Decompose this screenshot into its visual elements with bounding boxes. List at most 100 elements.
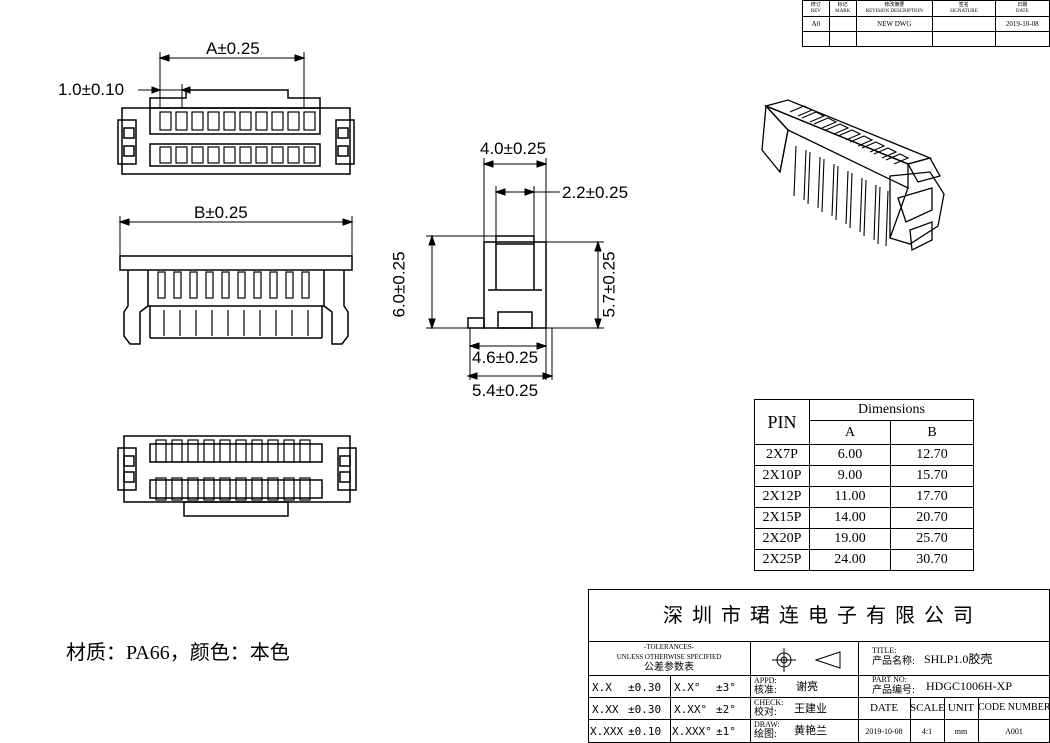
- a-cell: 14.00: [809, 507, 891, 529]
- a-cell: 6.00: [809, 444, 891, 466]
- tol-value: ±3°: [716, 681, 736, 694]
- pin-cell: 2X12P: [754, 486, 810, 508]
- appd-value: 谢亮: [796, 681, 818, 693]
- tolerances-cn: 公差参数表: [644, 662, 694, 673]
- b-cell: 17.70: [890, 486, 974, 508]
- signature-value: [931, 16, 996, 32]
- title-value: SHLP1.0胶壳: [924, 652, 993, 666]
- dim-a-label: A±0.25: [206, 39, 260, 58]
- front-view-pins: [157, 271, 310, 336]
- partno-label-cn: 产品编号:: [872, 685, 915, 696]
- dim-b-label: B±0.25: [194, 203, 248, 222]
- check-value: 王建业: [794, 703, 827, 715]
- code-value: A001: [1005, 727, 1023, 736]
- dim-4-6-label: 4.6±0.25: [472, 348, 539, 367]
- tb-divider: [670, 675, 671, 743]
- dim-pitch-lines: [138, 84, 200, 108]
- dim-2-2-label: 2.2±0.25: [562, 183, 629, 202]
- projection-symbol: [772, 648, 841, 672]
- tol-key: X.XX°: [674, 703, 708, 716]
- dim-pitch-label: 1.0±0.10: [58, 80, 125, 99]
- appd-label-en: APPD:: [754, 676, 777, 685]
- tol-key: X.XX: [592, 703, 619, 716]
- tb-divider: [858, 641, 859, 743]
- appd-label-cn: 核准:: [754, 685, 777, 696]
- b-cell: 12.70: [890, 444, 974, 466]
- pin-cell: 2X25P: [754, 549, 810, 571]
- material-note: 材质：PA66，颜色：本色: [66, 642, 290, 664]
- tol-key: X.XXX°: [672, 725, 712, 738]
- b-cell: 30.70: [890, 549, 974, 571]
- dim-5-4-label: 5.4±0.25: [472, 381, 539, 400]
- title-label-en: TITLE:: [872, 646, 897, 655]
- side-view: [426, 158, 604, 380]
- dimensions-header: Dimensions: [809, 398, 974, 422]
- tb-divider: [750, 641, 751, 743]
- top-view-pins: [159, 111, 316, 164]
- tol-value: ±2°: [716, 703, 736, 716]
- company-name: 深 圳 市 珺 连 电 子 有 限 公 司: [663, 605, 975, 627]
- a-cell: 11.00: [809, 486, 891, 508]
- a-cell: 19.00: [809, 528, 891, 550]
- col-a-header: A: [809, 420, 891, 445]
- bottom-view-pins: [155, 439, 311, 501]
- front-view: [118, 216, 354, 345]
- partno-value: HDGC1006H-XP: [926, 679, 1013, 693]
- tb-divider: [588, 675, 1050, 676]
- partno-label-en: PART NO:: [872, 675, 907, 684]
- date-header: DATE: [869, 702, 899, 714]
- tb-divider: [858, 719, 1050, 720]
- pin-header: PIN: [754, 399, 810, 445]
- b-cell: 15.70: [890, 465, 974, 487]
- dim-b-lines: [118, 216, 354, 256]
- code-header: CODE NUMBER: [978, 702, 1050, 713]
- dim-a-lines: [158, 52, 306, 108]
- b-cell: 25.70: [890, 528, 974, 550]
- a-cell: 24.00: [809, 549, 891, 571]
- check-label-en: CHECK:: [754, 698, 784, 707]
- pin-cell: 2X10P: [754, 465, 810, 487]
- unit-value: mm: [954, 727, 968, 736]
- pin-cell: 2X7P: [754, 444, 810, 466]
- mark-value: [828, 16, 857, 32]
- tolerances-sub: UNLESS OTHERWISE SPECIFIED: [616, 653, 722, 661]
- draw-value: 黄艳兰: [794, 725, 827, 737]
- dim-5-7-label: 5.7±0.25: [599, 251, 619, 318]
- dim-side-lines: [426, 158, 604, 380]
- tb-divider: [588, 697, 1050, 698]
- tol-value: ±0.30: [628, 681, 662, 694]
- tol-key: X.XXX: [590, 725, 624, 738]
- tol-key: X.X: [592, 681, 612, 694]
- col-b-header: B: [890, 420, 974, 445]
- tb-divider: [978, 697, 979, 743]
- rev-value: A0: [802, 16, 830, 32]
- scale-value: 4:1: [921, 727, 933, 736]
- dim-6-0-label: 6.0±0.25: [389, 251, 409, 318]
- draw-label-cn: 绘图:: [754, 729, 777, 740]
- b-cell: 20.70: [890, 507, 974, 529]
- dim-4-0-label: 4.0±0.25: [480, 139, 547, 158]
- tol-value: ±0.30: [628, 703, 662, 716]
- bottom-view: [117, 435, 357, 517]
- check-label-cn: 校对:: [754, 707, 777, 718]
- tolerances-title: -TOLERANCES-: [643, 643, 695, 651]
- draw-label-en: DRAW:: [754, 720, 780, 729]
- top-view: [117, 52, 355, 175]
- tol-value: ±1°: [716, 725, 736, 738]
- tb-divider: [910, 697, 911, 743]
- date-value: 2019-10-08: [994, 16, 1050, 32]
- date-value: 2019-10-08: [865, 727, 903, 736]
- title-label-cn: 产品名称:: [872, 656, 915, 667]
